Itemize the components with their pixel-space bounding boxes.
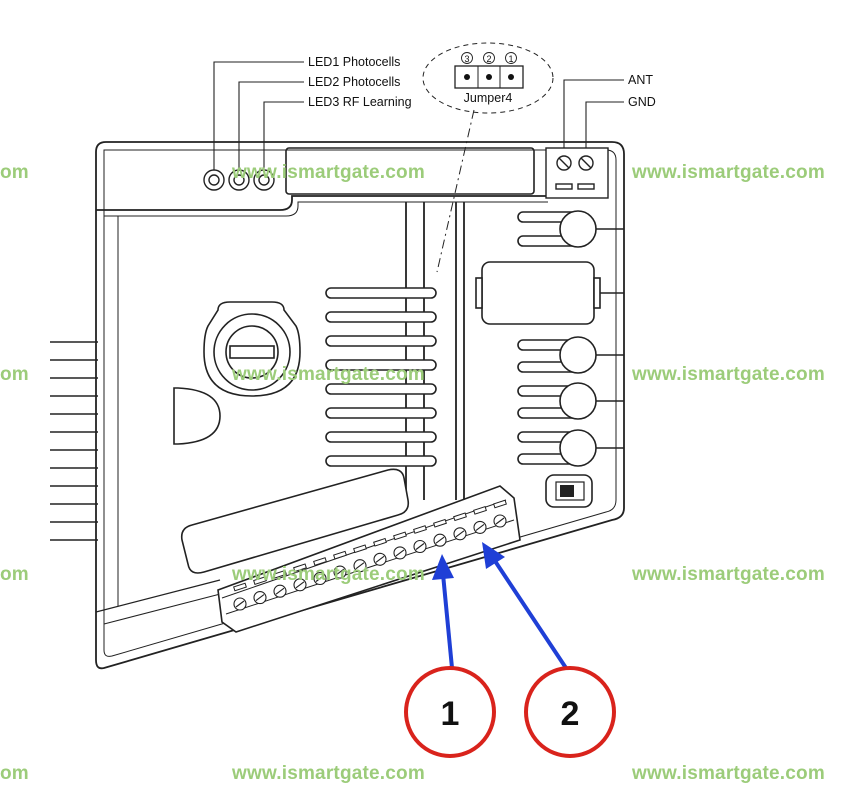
terminal-screw-slot [315,575,325,582]
terminal-screw-slot [355,562,365,570]
watermark-right-4: www.ismartgate.com [632,763,825,784]
watermark-right-2: www.ismartgate.com [632,364,825,385]
terminal-screw-slot [455,530,465,538]
watermark-right-1: www.ismartgate.com [632,162,825,183]
terminal-screw-slot [435,536,445,544]
arrow-1 [432,554,454,669]
top-window [285,147,535,195]
watermark-edge-1: om [0,162,29,183]
terminal-tab [453,512,467,522]
side-pins [50,341,98,541]
terminal-tab [373,537,387,547]
terminal-screw-slot [335,568,345,576]
d-shape [173,387,221,445]
antenna-terminal [545,147,609,199]
terminal-tab [313,557,327,566]
terminal-tab [493,499,507,509]
callout-1: 1 [404,666,496,758]
gnd-label: GND [628,95,656,109]
terminal-screw-slot [395,549,405,557]
watermark-edge-3: om [0,564,29,585]
terminal-tab [293,563,307,573]
terminal-screw-slot [415,543,425,550]
jumper-pin-3: 3 [464,54,469,64]
vent-slots [325,287,437,467]
watermark-center-1: www.ismartgate.com [232,162,425,183]
callout-1-number: 1 [441,695,460,733]
slide-switch [545,474,593,508]
terminal-screw-slot [275,587,285,595]
terminal-screw-slot [495,517,505,525]
watermark-center-2: www.ismartgate.com [232,364,425,385]
watermark-center-3: www.ismartgate.com [232,564,425,585]
terminal-tab [393,531,407,541]
terminal-block [217,485,521,633]
jumper-pin-2: 2 [486,54,491,64]
terminal-tab [353,544,367,554]
callout-2-number: 2 [561,695,580,733]
terminal-screw-slot [375,555,385,563]
led1-label: LED1 Photocells [308,55,400,69]
watermark-edge-2: om [0,364,29,385]
board-housing [95,141,625,670]
right-buttons [475,210,624,467]
jumper-detail: 3 2 1 Jumper4 [422,42,554,273]
terminal-screw-slot [295,581,305,589]
terminal-tab [333,550,347,560]
terminal-tab [433,518,447,528]
terminal-screw-slot [255,594,265,602]
lower-window [180,468,410,574]
terminal-tab [273,569,287,579]
terminal-screw-slot [235,600,245,608]
led-row [203,169,275,191]
led1 [203,169,225,191]
callout-2: 2 [524,666,616,758]
jumper-pin-1: 1 [508,54,513,64]
jumper-label: Jumper4 [464,91,513,105]
terminal-tab [473,506,487,515]
terminal-tab [253,576,267,585]
terminal-tab [233,582,247,592]
watermark-right-3: www.ismartgate.com [632,564,825,585]
terminal-tab [413,525,427,534]
watermark-center-4: www.ismartgate.com [232,763,425,784]
arrow-2 [482,542,568,670]
led3-label: LED3 RF Learning [308,95,412,109]
watermark-edge-4: om [0,763,29,784]
led2-label: LED2 Photocells [308,75,400,89]
round-socket [203,301,301,397]
terminal-screw-slot [475,523,485,531]
ant-label: ANT [628,73,653,87]
antenna-leaders [563,79,624,148]
led-leaders [213,61,304,170]
